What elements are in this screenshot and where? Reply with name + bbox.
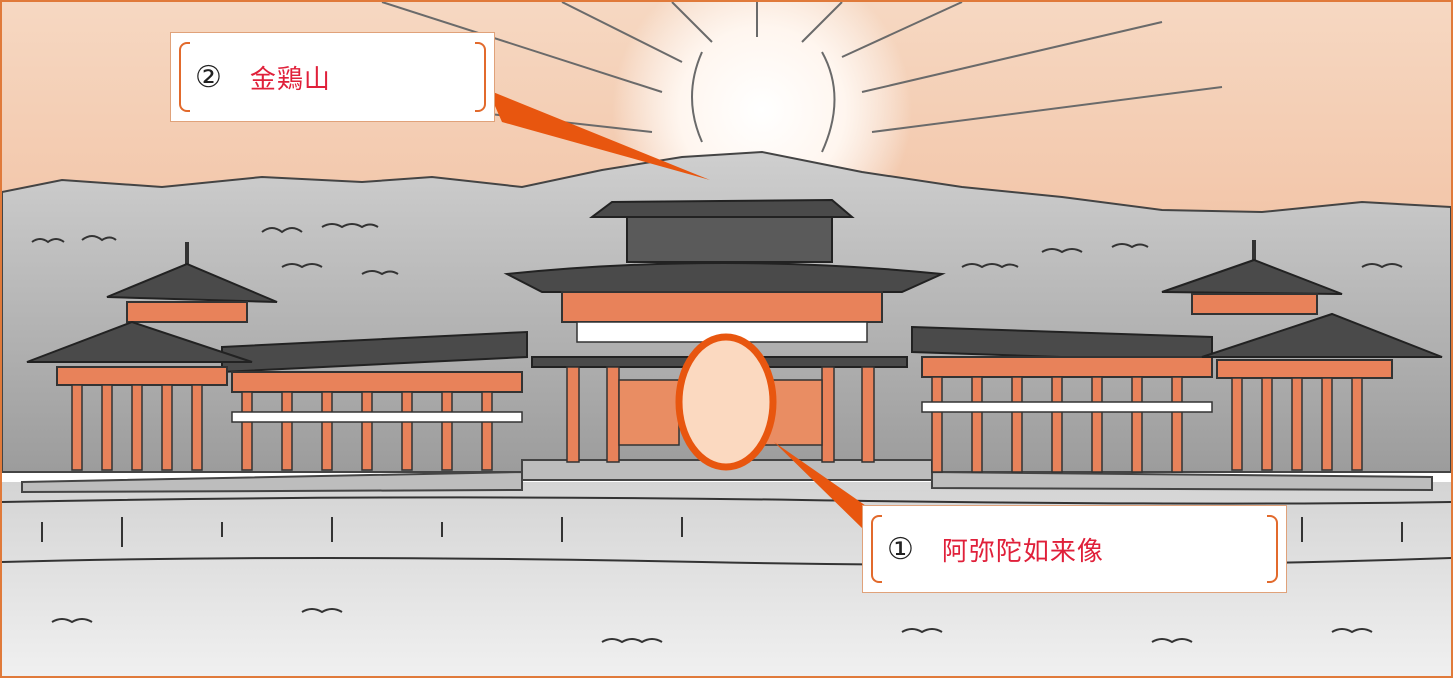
callout-label: 金鶏山 (249, 64, 331, 95)
callout-label: 阿弥陀如来像 (941, 536, 1104, 567)
callout-kinkeisan: ② 金鶏山 (170, 32, 495, 122)
callout-number: ② (195, 59, 222, 95)
amida-statue-highlight (675, 333, 777, 471)
central-hall (503, 198, 946, 463)
left-bracket (871, 515, 882, 583)
callout-number: ① (887, 531, 914, 567)
temple-platforms (21, 459, 1433, 494)
right-bracket (1267, 515, 1278, 583)
right-wing-corridor (911, 325, 1213, 473)
callout-amida-statue: ① 阿弥陀如来像 (862, 505, 1287, 593)
left-corner-tower (26, 242, 278, 471)
pointer-kinkeisan (488, 90, 710, 180)
left-bracket (179, 42, 190, 112)
right-corner-tower (1161, 240, 1443, 471)
right-bracket (475, 42, 486, 112)
left-wing-corridor (221, 330, 528, 471)
pointer-amida (774, 442, 882, 530)
